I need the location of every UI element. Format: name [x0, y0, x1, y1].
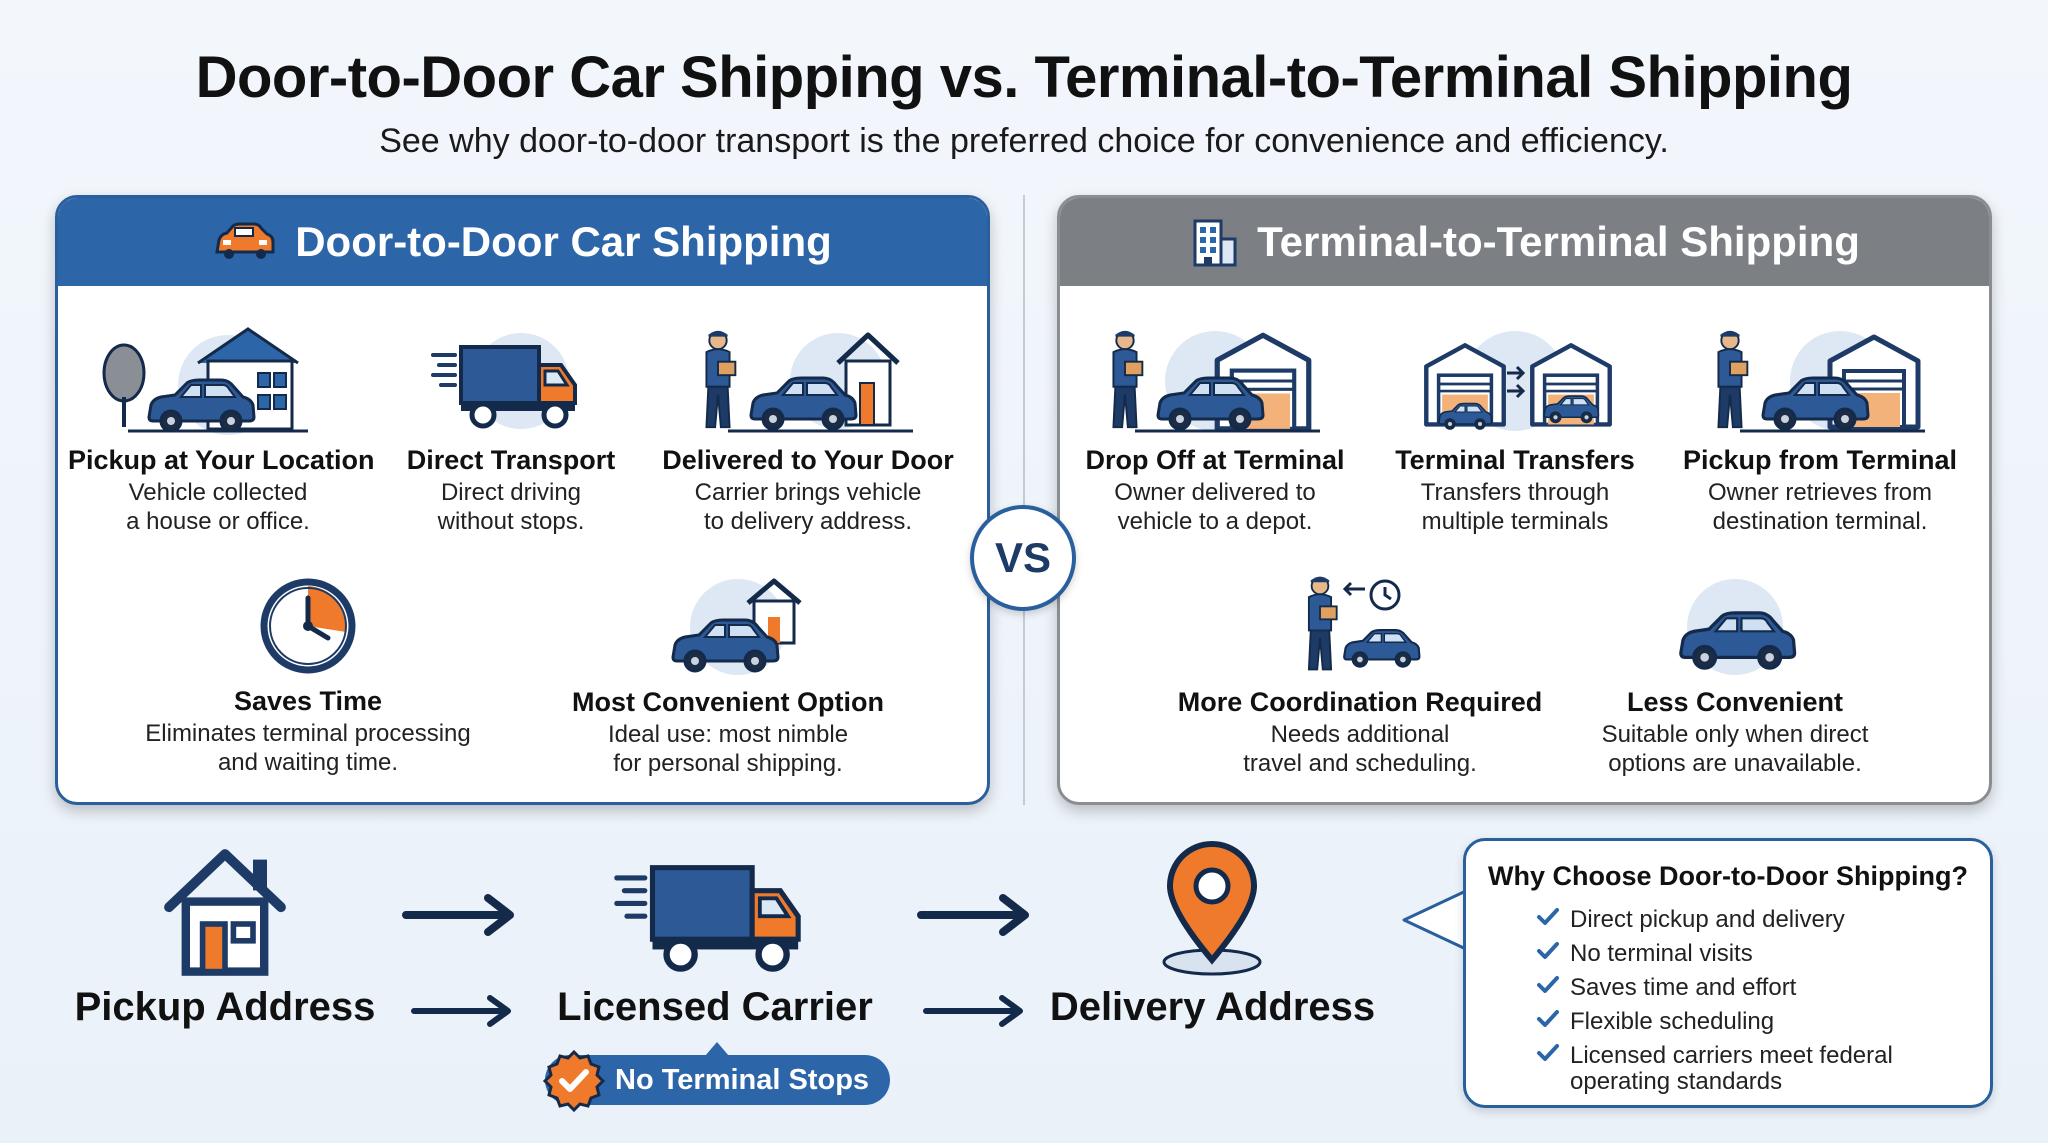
- flow-step-carrier: Licensed Carrier: [557, 985, 873, 1029]
- checkmark-icon: [1536, 1007, 1560, 1031]
- more-coordination-item: More Coordination Required Needs additio…: [1160, 573, 1560, 778]
- list-item-continuation: operating standards: [1570, 1068, 1783, 1095]
- list-item: No terminal visits: [1536, 937, 1893, 971]
- item-title: Pickup at Your Location: [68, 445, 375, 475]
- item-description: Owner retrieves from destination termina…: [1707, 479, 1933, 535]
- arrow-right-icon: [411, 995, 511, 1027]
- truck-icon: [391, 333, 631, 429]
- item-title: Pickup from Terminal: [1682, 445, 1958, 475]
- callout-pointer: [1402, 888, 1469, 952]
- item-description: Needs additional travel and scheduling.: [1243, 721, 1477, 777]
- no-terminal-stops-badge: No Terminal Stops: [545, 1055, 890, 1105]
- list-item: Flexible scheduling: [1536, 1005, 1893, 1039]
- item-title: Less Convenient: [1626, 687, 1844, 717]
- item-title: Most Convenient Option: [572, 687, 884, 717]
- panel-divider: [1023, 195, 1025, 805]
- terminal-header: Terminal-to-Terminal Shipping: [1060, 198, 1989, 286]
- saves-time-item: Saves Time Eliminates terminal processin…: [138, 576, 478, 777]
- delivery-house-icon: [705, 329, 913, 433]
- item-title: Terminal Transfers: [1395, 445, 1635, 475]
- checkmark-icon: [1536, 905, 1560, 929]
- pickup-terminal-icon: [1717, 329, 1925, 433]
- coordination-icon: [1307, 575, 1421, 671]
- item-title: More Coordination Required: [1177, 687, 1543, 717]
- badge-pointer: [705, 1042, 729, 1056]
- arrow-right-icon: [402, 894, 514, 936]
- checkmark-icon: [1536, 939, 1560, 963]
- arrow-right-icon: [923, 995, 1023, 1027]
- why-choose-title: Why Choose Door-to-Door Shipping?: [1488, 861, 1968, 891]
- direct-transport-item: Direct Transport Direct driving without …: [376, 323, 646, 536]
- why-choose-box: Why Choose Door-to-Door Shipping? Direct…: [1463, 838, 1993, 1108]
- clock-icon: [260, 578, 356, 674]
- checkmark-icon: [1536, 1041, 1560, 1065]
- page-title: Door-to-Door Car Shipping vs. Terminal-t…: [195, 45, 1853, 110]
- pickup-terminal-item: Pickup from Terminal Owner retrieves fro…: [1670, 323, 1970, 536]
- arrow-right-icon: [917, 894, 1029, 936]
- terminal-transfers-item: Terminal Transfers Transfers through mul…: [1370, 323, 1660, 536]
- delivered-door-item: Delivered to Your Door Carrier brings ve…: [658, 323, 958, 536]
- list-item: Direct pickup and delivery: [1536, 903, 1893, 937]
- page-subtitle: See why door-to-door transport is the pr…: [379, 122, 1669, 160]
- pickup-location-item: Pickup at Your Location Vehicle collecte…: [68, 323, 375, 536]
- item-title: Delivered to Your Door: [662, 445, 954, 475]
- less-convenient-item: Less Convenient Suitable only when direc…: [1570, 573, 1900, 778]
- building-icon: [1193, 219, 1237, 267]
- checkmark-icon: [1536, 973, 1560, 997]
- badge-label: No Terminal Stops: [615, 1063, 870, 1096]
- item-title: Direct Transport: [406, 445, 616, 475]
- car-icon: [215, 222, 275, 259]
- item-description: Owner delivered to vehicle to a depot.: [1114, 479, 1316, 535]
- car-icon: [1679, 579, 1797, 675]
- item-description: Direct driving without stops.: [437, 479, 585, 535]
- location-pin-icon: [1162, 841, 1262, 976]
- item-title: Saves Time: [233, 686, 383, 716]
- list-item: Saves time and effort: [1536, 971, 1893, 1005]
- item-description: Carrier brings vehicle to delivery addre…: [694, 479, 922, 535]
- drop-off-terminal-icon: [1112, 329, 1320, 433]
- item-title: Drop Off at Terminal: [1085, 445, 1345, 475]
- car-house-icon: [671, 578, 802, 675]
- door-to-door-header: Door-to-Door Car Shipping: [58, 198, 987, 286]
- why-choose-list: Direct pickup and delivery No terminal v…: [1536, 903, 1893, 1095]
- terminal-panel: Terminal-to-Terminal Shipping Drop Off a…: [1057, 195, 1992, 805]
- door-to-door-panel: Door-to-Door Car Shipping Pickup at Your…: [55, 195, 990, 805]
- item-description: Eliminates terminal processing and waiti…: [145, 720, 471, 776]
- door-to-door-title: Door-to-Door Car Shipping: [295, 218, 832, 265]
- house-icon: [150, 840, 310, 980]
- checkmark-seal-icon: [543, 1050, 605, 1112]
- flow-step-delivery: Delivery Address: [1049, 985, 1376, 1029]
- house-with-car-icon: [102, 327, 308, 435]
- vs-badge: VS: [970, 505, 1076, 611]
- most-convenient-item: Most Convenient Option Ideal use: most n…: [568, 573, 888, 778]
- terminal-transfer-icon: [1395, 331, 1635, 431]
- item-description: Transfers through multiple terminals: [1420, 479, 1610, 535]
- terminal-title: Terminal-to-Terminal Shipping: [1257, 218, 1860, 265]
- item-description: Ideal use: most nimble for personal ship…: [607, 721, 849, 777]
- drop-off-item: Drop Off at Terminal Owner delivered to …: [1070, 323, 1360, 536]
- item-description: Suitable only when direct options are un…: [1601, 721, 1869, 777]
- truck-icon: [580, 860, 840, 975]
- flow-step-pickup: Pickup Address: [74, 985, 376, 1029]
- item-description: Vehicle collected a house or office.: [126, 479, 310, 535]
